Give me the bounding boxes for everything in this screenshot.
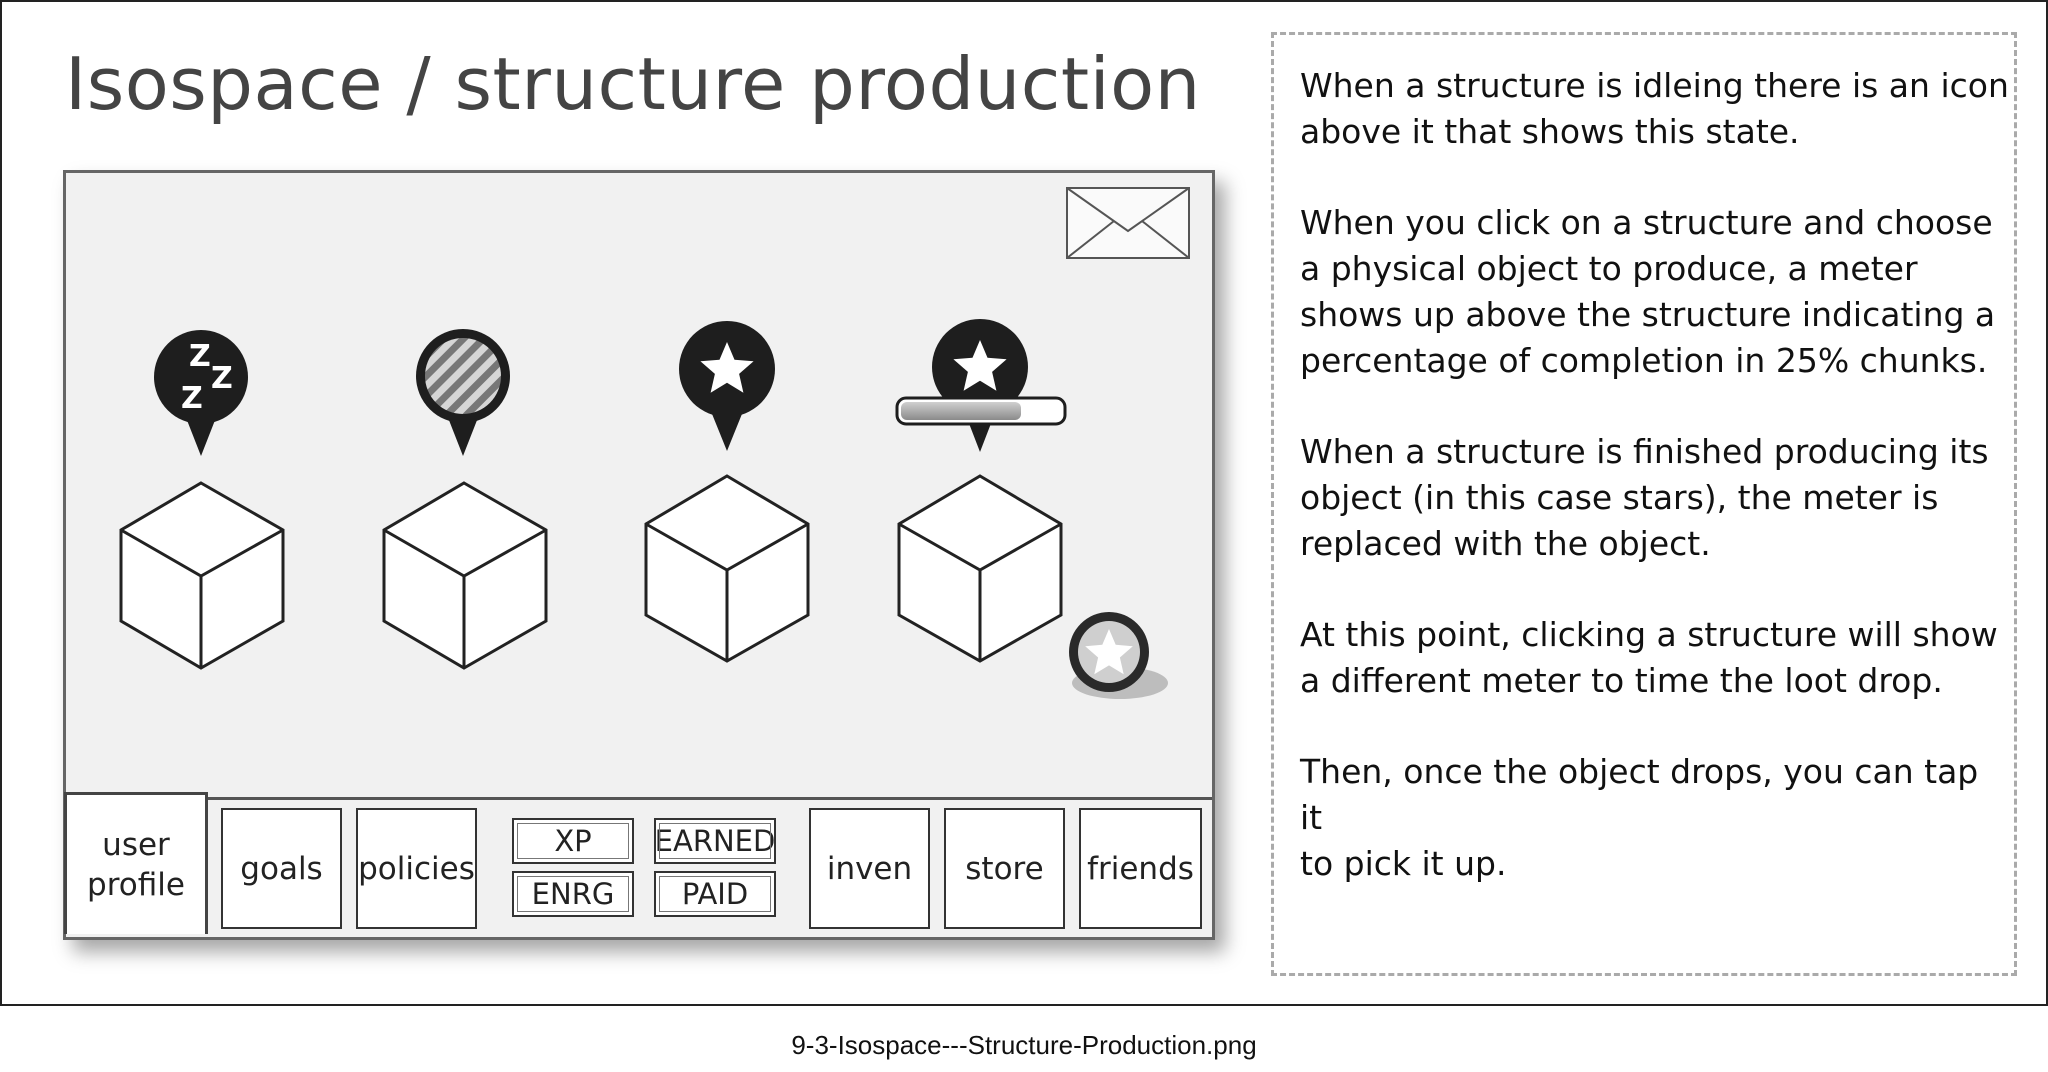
store-button[interactable]: store — [944, 808, 1065, 929]
note-loot-meter: At this point, clicking a structure will… — [1300, 615, 1998, 700]
star-icon — [679, 321, 775, 451]
sleeping-zzz-icon: Z Z Z — [154, 330, 248, 456]
structure-producing[interactable] — [644, 321, 810, 663]
nav-divider — [207, 797, 1212, 800]
note-idle: When a structure is idleing there is an … — [1300, 66, 2009, 151]
notes-panel — [1271, 32, 2017, 976]
striped-pending-icon — [416, 329, 510, 456]
tab-user-profile[interactable]: user profile — [64, 792, 208, 934]
note-finished: When a structure is finished producing i… — [1300, 432, 1989, 563]
cube-structure — [897, 474, 1063, 663]
envelope-icon[interactable] — [1066, 187, 1190, 259]
zzz-letter: Z — [211, 361, 233, 396]
production-meter — [895, 396, 1067, 426]
friends-button[interactable]: friends — [1079, 808, 1202, 929]
paid-button[interactable]: PAID — [654, 871, 776, 917]
policies-button[interactable]: policies — [356, 808, 477, 929]
enrg-button[interactable]: ENRG — [512, 871, 634, 917]
iso-scene: Z Z Z — [119, 319, 1168, 699]
xp-button[interactable]: XP — [512, 818, 634, 864]
cube-structure — [382, 481, 548, 670]
earned-button[interactable]: EARNED — [654, 818, 776, 864]
star-coin-icon[interactable] — [1069, 612, 1168, 699]
goals-button[interactable]: goals — [221, 808, 342, 929]
zzz-letter: Z — [181, 381, 203, 416]
cube-structure — [644, 474, 810, 663]
structure-finished[interactable] — [895, 319, 1168, 699]
cube-structure — [119, 481, 285, 670]
note-produce: When you click on a structure and choose… — [1300, 203, 1996, 380]
meter-fill — [901, 402, 1021, 420]
zzz-letter: Z — [189, 339, 211, 374]
structure-choosing[interactable] — [382, 329, 548, 670]
note-pick-up: Then, once the object drops, you can tap… — [1300, 752, 1979, 883]
image-caption: 9-3-Isospace---Structure-Production.png — [791, 1030, 1257, 1060]
structure-idle[interactable]: Z Z Z — [119, 330, 285, 670]
inven-button[interactable]: inven — [809, 808, 930, 929]
page-title: Isospace / structure production — [65, 42, 1201, 126]
star-icon — [932, 319, 1028, 452]
